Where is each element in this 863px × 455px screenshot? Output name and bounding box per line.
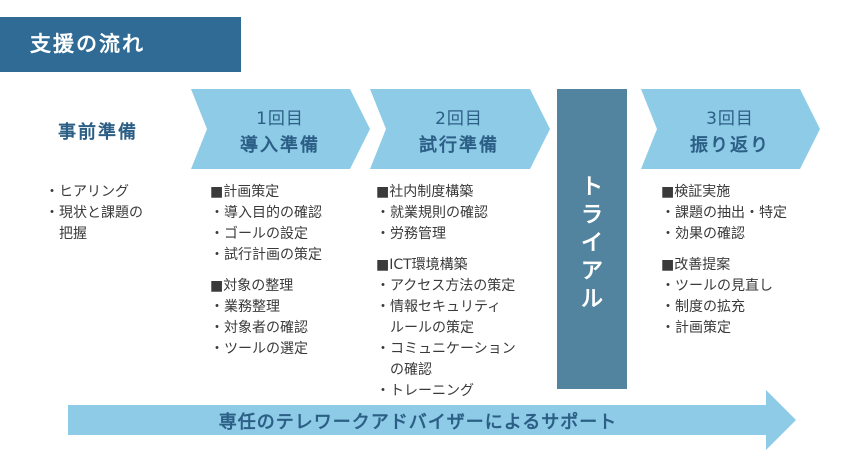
list-item: ・効果の確認 xyxy=(661,226,745,242)
list-item: ・コミュニケーション xyxy=(376,341,516,357)
trial-char: ト xyxy=(580,175,603,200)
title-banner: 支援の流れ xyxy=(0,17,241,72)
list-item: ・現状と課題の xyxy=(45,205,143,221)
trial-char: イ xyxy=(580,231,603,256)
list-item: ・対象者の確認 xyxy=(210,320,308,336)
list-item: ・ツールの選定 xyxy=(210,341,308,357)
list-item: ・トレーニング xyxy=(376,383,474,399)
step1-name: 導入準備 xyxy=(240,135,320,156)
step2-chevron xyxy=(370,89,550,169)
page-title: 支援の流れ xyxy=(30,32,145,56)
list-item: ・ヒアリング xyxy=(45,184,129,200)
list-item: の確認 xyxy=(376,362,432,378)
list-heading: ■検証実施 xyxy=(661,184,731,200)
trial-char: ル xyxy=(580,287,603,312)
list-item: ・アクセス方法の策定 xyxy=(376,278,516,294)
step2-number: 2回目 xyxy=(435,109,483,129)
step3-name: 振り返り xyxy=(690,135,770,156)
step3-number: 3回目 xyxy=(706,109,754,129)
list-heading: ■改善提案 xyxy=(661,257,731,273)
step2-list: ■社内制度構築 ・就業規則の確認 ・労務管理 ■ICT環境構築 ・アクセス方法の… xyxy=(376,182,516,402)
step3-chevron xyxy=(641,89,820,169)
list-heading: ■対象の整理 xyxy=(210,278,294,294)
list-item: ・労務管理 xyxy=(376,226,446,242)
step2-label: 2回目 試行準備 xyxy=(384,104,534,157)
list-item: ・試行計画の策定 xyxy=(210,247,322,263)
trial-char: ラ xyxy=(580,203,603,228)
trial-char: ア xyxy=(580,259,603,284)
list-heading: ■ICT環境構築 xyxy=(376,257,468,273)
step1-number: 1回目 xyxy=(256,109,304,129)
list-item: 把握 xyxy=(45,226,87,242)
list-item: ・情報セキュリティ xyxy=(376,299,502,315)
list-item: ・業務整理 xyxy=(210,299,280,315)
step3-list: ■検証実施 ・課題の抽出・特定 ・効果の確認 ■改善提案 ・ツールの見直し ・制… xyxy=(661,182,787,339)
support-arrow xyxy=(68,390,796,450)
list-heading: ■計画策定 xyxy=(210,184,280,200)
support-bar-label: 専任のテレワークアドバイザーによるサポート xyxy=(218,412,618,433)
list-item: ・ツールの見直し xyxy=(661,278,773,294)
list-heading: ■社内制度構築 xyxy=(376,184,474,200)
list-item: ・制度の拡充 xyxy=(661,299,745,315)
list-item: ・就業規則の確認 xyxy=(376,205,488,221)
list-item: ・導入目的の確認 xyxy=(210,205,322,221)
list-item: ・計画策定 xyxy=(661,320,731,336)
prep-list: ・ヒアリング ・現状と課題の 把握 xyxy=(45,182,143,245)
trial-block: ト ラ イ ア ル xyxy=(557,89,627,389)
step3-label: 3回目 振り返り xyxy=(655,104,805,157)
list-item: ・ゴールの設定 xyxy=(210,226,308,242)
step1-chevron xyxy=(191,89,370,169)
step2-name: 試行準備 xyxy=(419,135,499,156)
step1-list: ■計画策定 ・導入目的の確認 ・ゴールの設定 ・試行計画の策定 ■対象の整理 ・… xyxy=(210,182,322,360)
list-item: ルールの策定 xyxy=(376,320,474,336)
prep-step-label: 事前準備 xyxy=(58,122,138,143)
step1-label: 1回目 導入準備 xyxy=(205,104,355,157)
list-item: ・課題の抽出・特定 xyxy=(661,205,787,221)
